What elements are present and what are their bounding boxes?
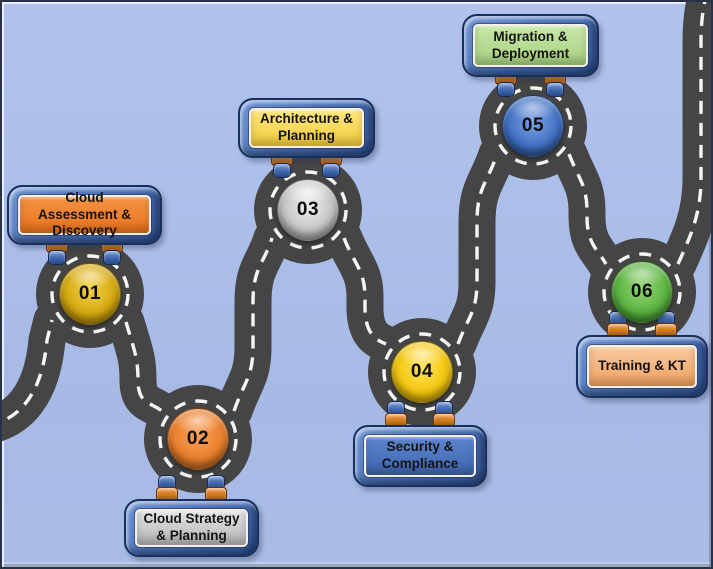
sign-frame: Security & Compliance [353, 425, 487, 487]
sign-training-kt: Training & KT [576, 311, 708, 398]
sign-security-compliance: Security & Compliance [353, 401, 487, 487]
sign-panel: Migration & Deployment [473, 24, 588, 67]
sign-frame: Architecture & Planning [238, 98, 375, 158]
roundabout-dash-05 [493, 86, 573, 166]
sign-panel: Architecture & Planning [249, 108, 364, 148]
sign-label: Training & KT [598, 358, 686, 374]
roundabout-dash-01 [50, 254, 130, 334]
milestone-number: 03 [296, 199, 320, 220]
post-cap [103, 250, 122, 265]
milestone-number: 06 [630, 281, 654, 302]
milestone-number: 01 [78, 283, 102, 304]
sign-migration-deployment: Migration & Deployment [462, 14, 599, 97]
sign-frame: Cloud Strategy & Planning [124, 499, 259, 557]
sign-cloud-assessment-discovery: Cloud Assessment & Discovery [7, 185, 162, 265]
sign-label: Cloud Assessment & Discovery [37, 189, 132, 239]
sign-frame: Migration & Deployment [462, 14, 599, 77]
roundabout-dash-04 [382, 332, 462, 412]
milestone-button-05: 05 [502, 95, 564, 157]
sign-frame: Cloud Assessment & Discovery [7, 185, 162, 245]
milestone-number: 04 [410, 361, 434, 382]
sign-label: Architecture & Planning [259, 111, 354, 143]
sign-panel: Training & KT [587, 345, 697, 388]
roundabout-dash-03 [268, 170, 348, 250]
sign-frame: Training & KT [576, 335, 708, 398]
post-cap [272, 163, 291, 178]
sign-post-right [204, 475, 227, 505]
roundabout-dash-02 [158, 399, 238, 479]
sign-label: Migration & Deployment [491, 28, 570, 61]
milestone-button-04: 04 [391, 341, 453, 403]
post-cap [47, 250, 66, 265]
sign-panel: Cloud Assessment & Discovery [18, 190, 151, 238]
road-dashes-group [2, 2, 707, 479]
sign-cloud-strategy-planning: Cloud Strategy & Planning [124, 475, 259, 557]
milestone-number: 02 [186, 428, 210, 449]
post-cap [496, 82, 515, 97]
milestone-button-02: 02 [167, 408, 229, 470]
sign-post-right [433, 401, 456, 431]
post-cap [322, 163, 341, 178]
milestone-button-01: 01 [59, 263, 121, 325]
road-centerline [2, 2, 707, 424]
sign-architecture-planning: Architecture & Planning [238, 98, 375, 178]
milestone-button-03: 03 [277, 179, 339, 241]
post-cap [546, 82, 565, 97]
sign-label: Cloud Strategy & Planning [143, 511, 240, 543]
sign-panel: Security & Compliance [364, 435, 476, 477]
sign-label: Security & Compliance [381, 439, 459, 471]
roundabout-dash-06 [602, 252, 682, 332]
sign-panel: Cloud Strategy & Planning [135, 509, 248, 547]
milestone-button-06: 06 [611, 261, 673, 323]
milestone-number: 05 [521, 115, 545, 136]
